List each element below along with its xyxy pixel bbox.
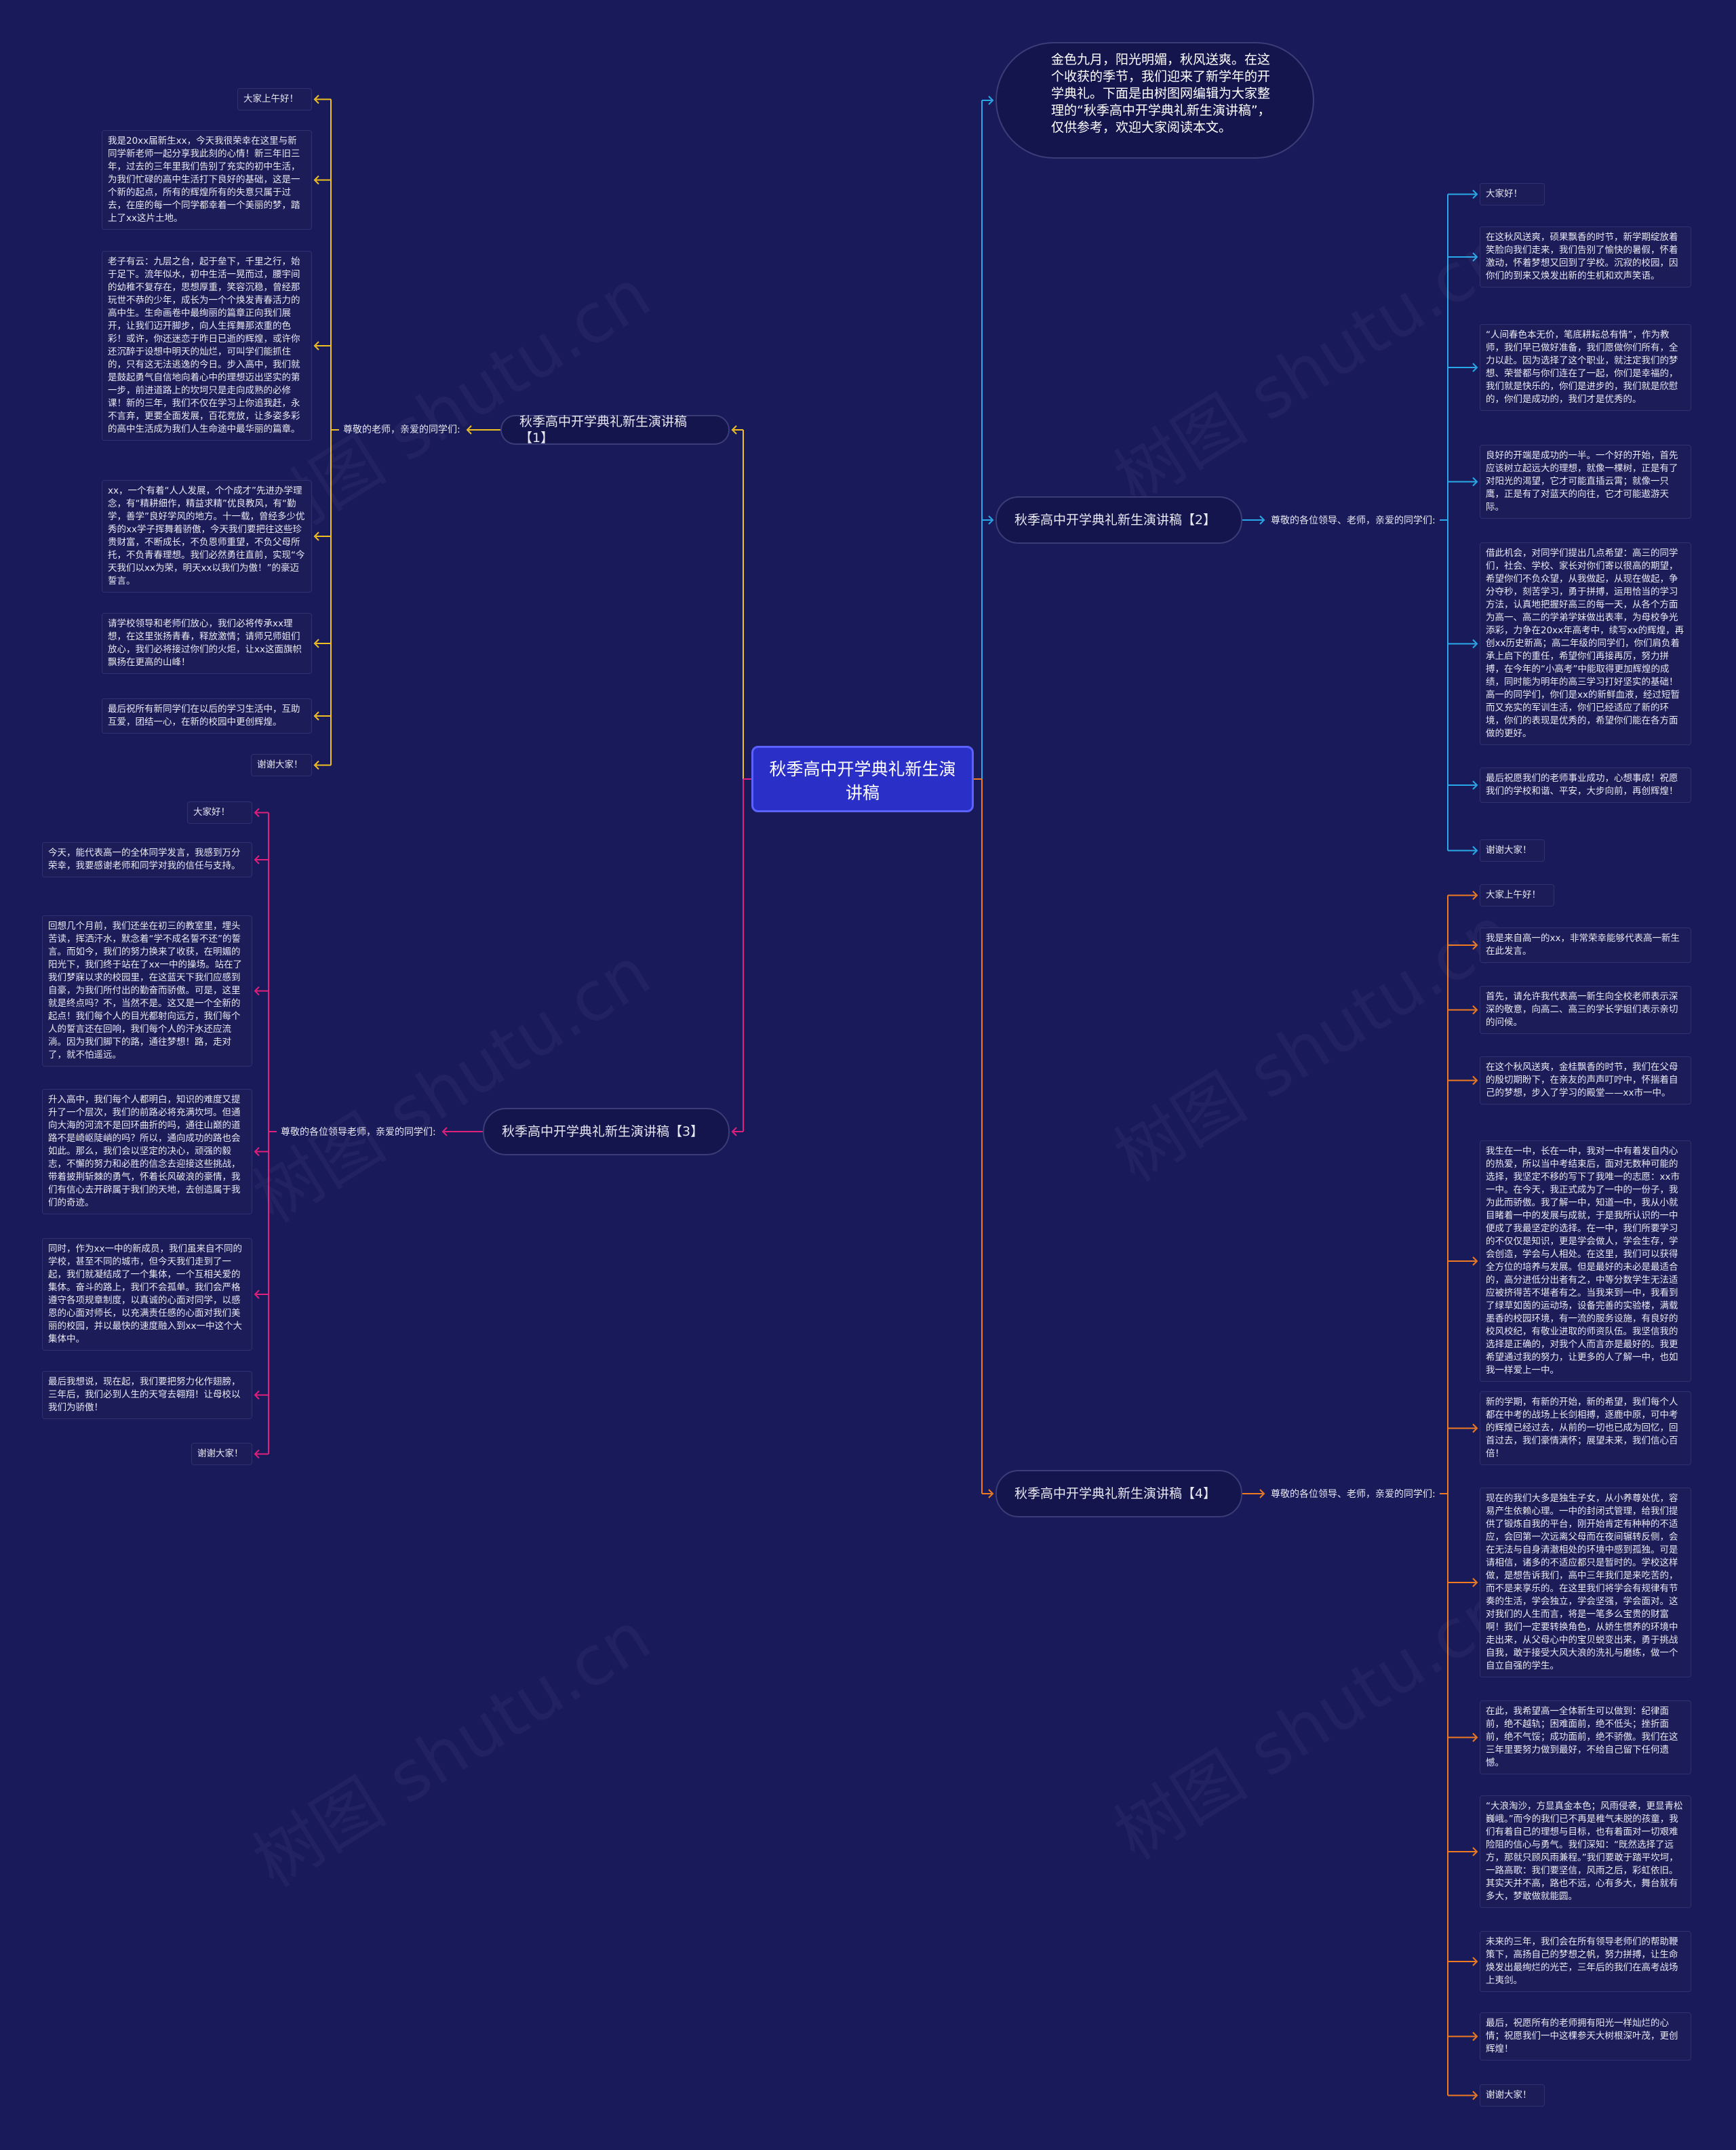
connector-arrow: [1472, 2090, 1478, 2101]
leaf-text: 未来的三年，我们会在所有领导老师们的帮助鞭策下，高扬自己的梦想之帆，努力拼搏，让…: [1480, 1931, 1691, 1992]
leaf-text: 今天，能代表高一的全体同学发言，我感到万分荣幸，我要感谢老师和同学对我的信任与支…: [42, 842, 252, 877]
connector-arrow: [466, 425, 472, 435]
connector-arrow: [1472, 1732, 1478, 1743]
leaf-text: 我是来自高一的xx，非常荣幸能够代表高一新生在此发言。: [1480, 928, 1691, 963]
leaf-text: 大家好！: [1480, 183, 1545, 205]
leaf-text: 我是20xx届新生xx，今天我很荣幸在这里与新同学新老师一起分享我此刻的心情！新…: [102, 130, 312, 230]
connector-arrow: [441, 1127, 448, 1136]
leaf-text: 大家上午好！: [237, 88, 312, 111]
branch-topic-text: 秋季高中开学典礼新生演讲稿【4】: [1014, 1486, 1217, 1501]
leaf-text: 请学校领导和老师们放心，我们必将传承xx理想，在这里张扬青春，释放激情；请师兄师…: [102, 613, 312, 674]
connector-arrow: [1472, 1578, 1478, 1587]
leaf-text: 最后祝愿我们的老师事业成功，心想事成！祝愿我们的学校和谐、平安，大步向前，再创辉…: [1480, 768, 1691, 803]
branch-topic-3[interactable]: 秋季高中开学典礼新生演讲稿【3】: [483, 1108, 730, 1155]
connector-arrow: [1472, 1847, 1478, 1856]
connector-arrow: [1472, 639, 1478, 649]
leaf-text: “大浪淘沙，方显真金本色；风雨侵袭，更显青松巍峨。”而今的我们已不再是稚气未脱的…: [1480, 1795, 1691, 1908]
connector-arrow: [1472, 845, 1478, 856]
connector-arrow: [313, 760, 319, 770]
leaf-text: 同时，作为xx一中的新成员，我们虽来自不同的学校，甚至不同的城市，但今天我们走到…: [42, 1238, 252, 1351]
branch-topic-text: 秋季高中开学典礼新生演讲稿【3】: [502, 1124, 704, 1139]
branch-topic-4[interactable]: 秋季高中开学典礼新生演讲稿【4】: [995, 1470, 1242, 1517]
connector-arrow: [1472, 2031, 1478, 2042]
leaf-text: 最后，祝愿所有的老师拥有阳光一样灿烂的心情；祝愿我们一中这棵参天大树根深叶茂，更…: [1480, 2012, 1691, 2061]
leaf-text: 升入高中，我们每个人都明白，知识的难度又提升了一个层次，我们的前路必将充满坎坷。…: [42, 1089, 252, 1214]
leaf-text: 谢谢大家！: [1480, 2084, 1545, 2107]
connector-arrow: [1472, 1256, 1478, 1266]
branch-topic-text: 秋季高中开学典礼新生演讲稿【1】: [519, 414, 688, 445]
leaf-text: 现在的我们大多是独生子女，从小养尊处优，容易产生依赖心理。一中的封闭式管理，给我…: [1480, 1488, 1691, 1677]
leaf-text: 谢谢大家！: [191, 1443, 252, 1465]
leaf-text: 良好的开端是成功的一半。一个好的开始，首先应该树立起远大的理想，就像一棵树，正是…: [1480, 445, 1691, 519]
connector-arrow: [313, 94, 319, 104]
leaf-text: 在此，我希望高一全体新生可以做到：纪律面前，绝不越轨；困难面前，绝不低头；挫折面…: [1480, 1700, 1691, 1774]
connector-arrow: [1472, 252, 1478, 262]
connector-arrow: [1472, 189, 1478, 199]
connector-arrow: [731, 1127, 737, 1136]
connector-arrow: [313, 711, 319, 721]
leaf-text: 在这秋风送爽，硕果飘香的时节，新学期绽放着笑脸向我们走来，我们告别了愉快的暑假，…: [1480, 226, 1691, 287]
connector-arrow: [254, 1147, 260, 1157]
connector-arrow: [254, 808, 260, 818]
leaf-text: 首先，请允许我代表高一新生向全校老师表示深深的敬意，向高二、高三的学长学姐们表示…: [1480, 986, 1691, 1034]
connector-arrow: [1472, 890, 1478, 900]
connector-arrow: [1472, 1075, 1478, 1086]
connector-arrow: [313, 532, 319, 541]
branch-greeting-label: 尊敬的各位领导、老师，亲爱的同学们:: [1271, 515, 1436, 526]
leaf-text: 最后祝所有新同学们在以后的学习生活中，互助互爱，团结一心，在新的校园中更创辉煌。: [102, 698, 312, 734]
leaf-text: 谢谢大家！: [1480, 839, 1545, 862]
intro-topic[interactable]: 金色九月，阳光明媚，秋风送爽。在这个收获的季节，我们迎来了新学年的开学典礼。下面…: [995, 42, 1314, 159]
leaf-text: 我生在一中，长在一中，我对一中有着发自内心的热爱，所以当中考结束后，面对无数种可…: [1480, 1140, 1691, 1382]
branch-greeting-label: 尊敬的各位领导老师，亲爱的同学们:: [281, 1127, 436, 1138]
connector-arrow: [731, 425, 737, 435]
intro-topic-text: 金色九月，阳光明媚，秋风送爽。在这个收获的季节，我们迎来了新学年的开学典礼。下面…: [1051, 52, 1271, 135]
branch-greeting-label: 尊敬的老师，亲爱的同学们:: [343, 424, 460, 435]
leaf-text: 大家上午好！: [1480, 884, 1554, 907]
leaf-text: 老子有云：九层之台，起于垒下，千里之行，始于足下。流年似水，初中生活一晃而过，腰…: [102, 251, 312, 441]
connector-arrow: [1259, 1489, 1265, 1498]
connector-arrow: [988, 1489, 994, 1498]
connector-arrow: [1472, 1005, 1478, 1015]
connector-arrow: [313, 341, 319, 351]
leaf-text: 回想几个月前，我们还坐在初三的教室里，埋头苦读，挥洒汗水，默念着“学不成名誓不还…: [42, 915, 252, 1067]
leaf-text: xx，一个有着“人人发展，个个成才”先进办学理念，有“精耕细作，精益求精”优良教…: [102, 480, 312, 593]
connector-arrow: [1472, 363, 1478, 372]
branch-topic-2[interactable]: 秋季高中开学典礼新生演讲稿【2】: [995, 496, 1242, 544]
connector-arrow: [1472, 780, 1478, 790]
connector-arrow: [254, 1390, 260, 1400]
connector-arrow: [988, 515, 994, 525]
branch-topic-1[interactable]: 秋季高中开学典礼新生演讲稿【1】: [500, 414, 730, 445]
branch-topic-text: 秋季高中开学典礼新生演讲稿【2】: [1014, 513, 1217, 527]
connector-arrow: [1259, 515, 1265, 525]
leaf-text: 大家好！: [187, 801, 252, 824]
connector-arrow: [1472, 1423, 1478, 1433]
connector-arrow: [1472, 477, 1478, 487]
connector-arrow: [1472, 1957, 1478, 1966]
root-topic[interactable]: 秋季高中开学典礼新生演讲稿: [751, 746, 974, 812]
leaf-text: 最后我想说，现在起，我们要把努力化作翅膀，三年后，我们必到人生的天穹去翱翔！让母…: [42, 1371, 252, 1419]
connector-arrow: [254, 986, 260, 996]
leaf-text: 在这个秋风送爽，金桂飘香的时节，我们在父母的殷切期盼下，在亲友的声声叮咛中，怀揣…: [1480, 1056, 1691, 1104]
root-topic-text: 秋季高中开学典礼新生演讲稿: [769, 759, 956, 803]
leaf-text: 谢谢大家！: [251, 754, 312, 776]
connector-arrow: [254, 855, 260, 864]
branch-greeting-label: 尊敬的各位领导、老师，亲爱的同学们:: [1271, 1489, 1436, 1500]
connector-arrow: [1472, 940, 1478, 950]
leaf-text: “人间春色本无价，笔底耕耘总有情”，作为教师，我们早已做好准备，我们愿做你们所有…: [1480, 324, 1691, 411]
connector-arrow: [313, 175, 319, 185]
connector-arrow: [254, 1290, 260, 1299]
leaf-text: 新的学期，有新的开始，新的希望，我们每个人都在中考的战场上长剑相搏，逐鹿中原，可…: [1480, 1391, 1691, 1465]
connector-arrow: [254, 1449, 260, 1459]
connector-arrow: [988, 96, 994, 105]
connector-arrow: [313, 639, 319, 648]
leaf-text: 借此机会，对同学们提出几点希望：高三的同学们，社会、学校、家长对你们寄以很高的期…: [1480, 542, 1691, 745]
